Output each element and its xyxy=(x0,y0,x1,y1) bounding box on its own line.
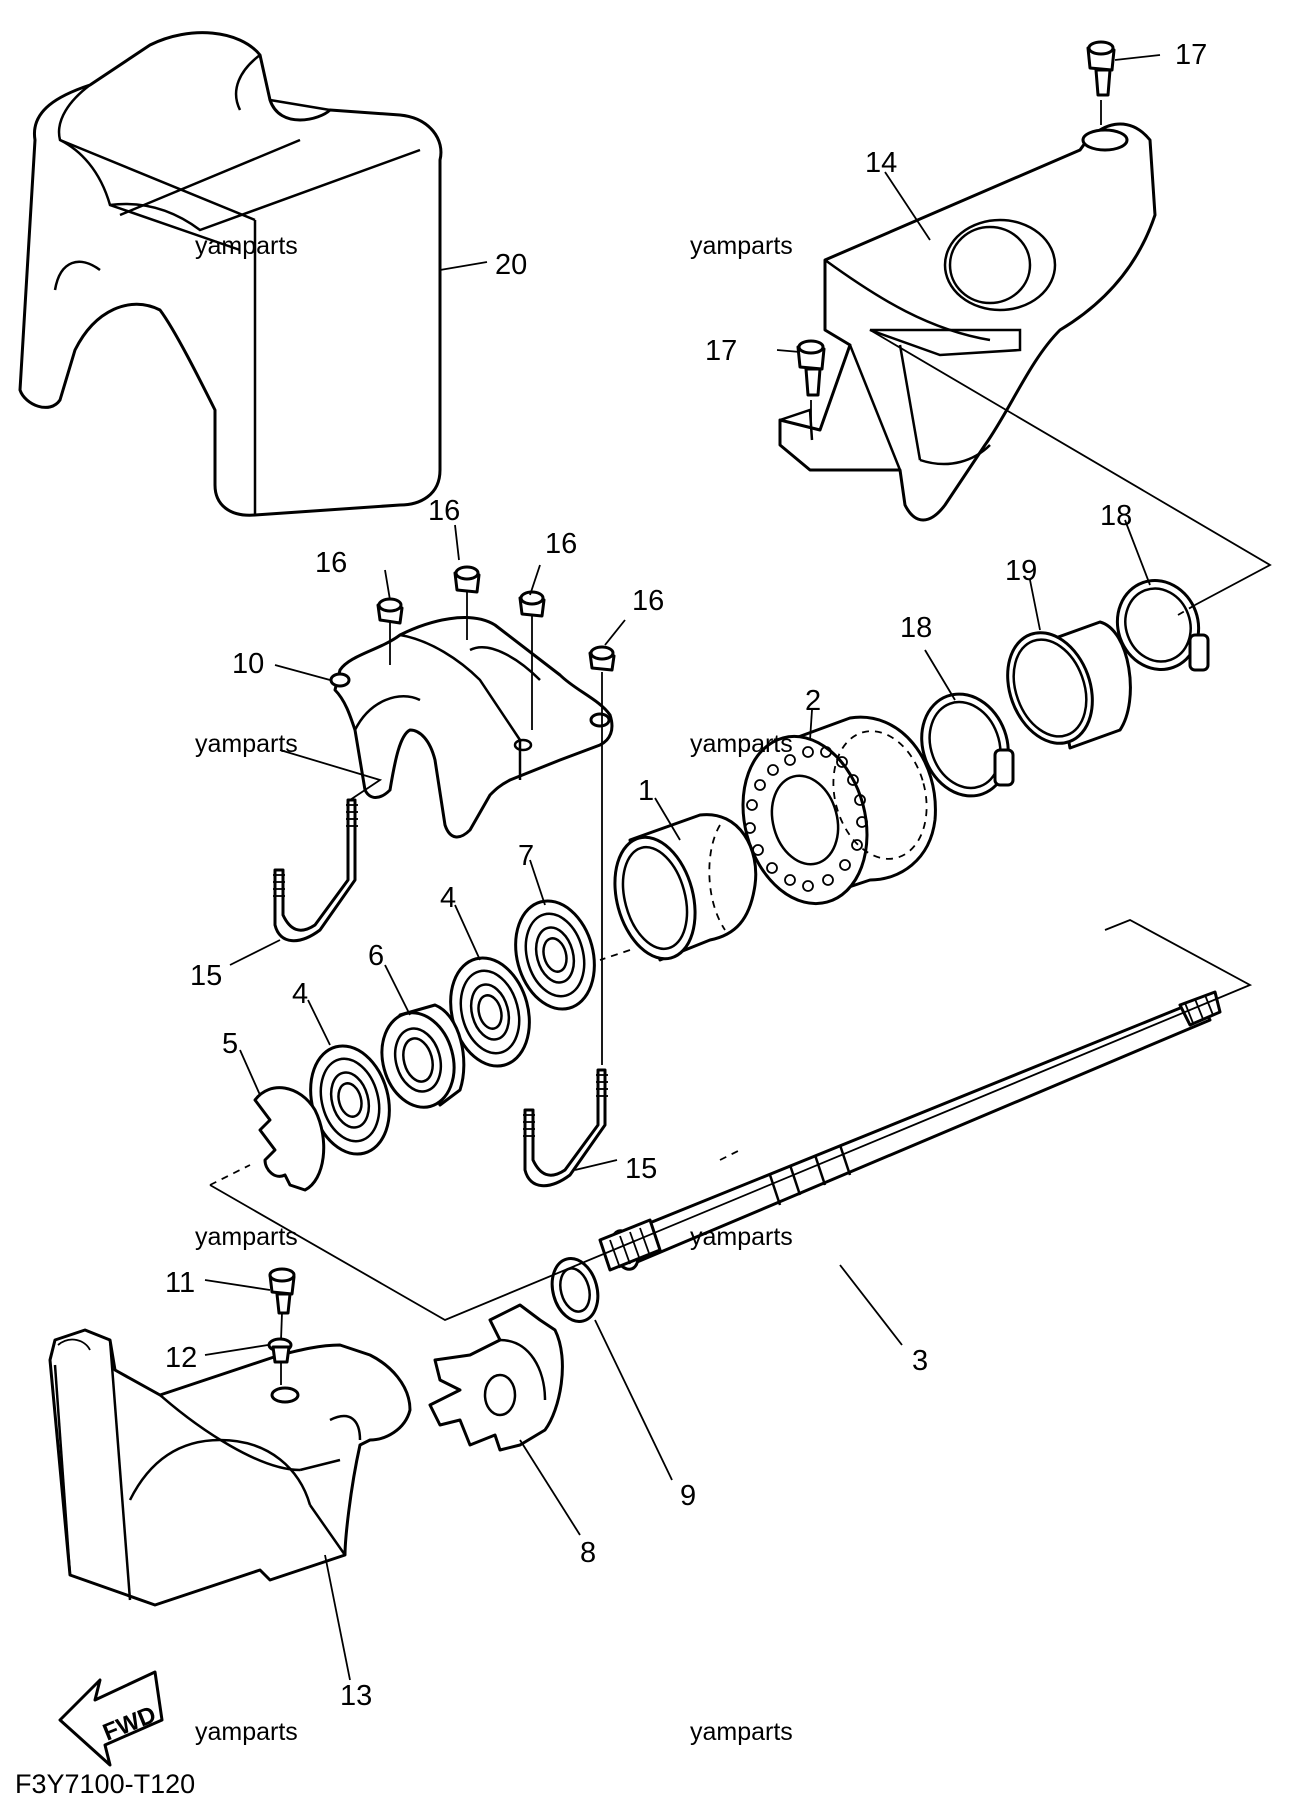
label-5: 5 xyxy=(222,1028,238,1060)
label-2: 2 xyxy=(805,685,821,717)
label-11: 11 xyxy=(165,1267,195,1299)
label-16-a: 16 xyxy=(315,547,347,579)
label-6: 6 xyxy=(368,940,384,972)
label-8: 8 xyxy=(580,1537,596,1569)
label-15-lower: 15 xyxy=(625,1153,657,1185)
label-3: 3 xyxy=(912,1345,928,1377)
label-18-right: 18 xyxy=(1100,500,1132,532)
assembly-lines xyxy=(209,100,1272,1385)
fwd-arrow-icon: FWD xyxy=(58,1670,164,1767)
watermark-6: yamparts xyxy=(690,1223,793,1251)
part-5-circlip xyxy=(253,1086,326,1192)
watermark-2: yamparts xyxy=(690,232,793,260)
part-12-grommet xyxy=(267,1337,293,1364)
part-6-bearing xyxy=(380,1003,466,1109)
watermark-7: yamparts xyxy=(195,1718,298,1746)
bolt-17-lower xyxy=(796,339,826,397)
part-15-ubolt-upper xyxy=(273,798,358,943)
part-3-shaft xyxy=(598,990,1222,1272)
bolts-16 xyxy=(376,565,616,672)
label-10: 10 xyxy=(232,648,264,680)
part-1-collar xyxy=(613,813,758,962)
label-1: 1 xyxy=(638,775,654,807)
part-4-seal-upper xyxy=(449,956,531,1068)
label-18-left: 18 xyxy=(900,612,932,644)
diagram-code: F3Y7100-T120 xyxy=(15,1769,195,1799)
label-15-upper: 15 xyxy=(190,960,222,992)
watermark-5: yamparts xyxy=(195,1223,298,1251)
bolt-17-upper xyxy=(1086,40,1116,97)
part-18-clamp-left xyxy=(920,692,1015,798)
part-9-washer xyxy=(550,1257,600,1323)
label-16-d: 16 xyxy=(632,585,664,617)
watermark-1: yamparts xyxy=(195,232,298,260)
label-17-lower: 17 xyxy=(705,335,737,367)
part-11-bolt xyxy=(268,1267,296,1315)
watermark-3: yamparts xyxy=(195,730,298,758)
label-13: 13 xyxy=(340,1680,372,1712)
label-7: 7 xyxy=(518,840,534,872)
label-9: 9 xyxy=(680,1480,696,1512)
watermark-4: yamparts xyxy=(690,730,793,758)
label-16-b: 16 xyxy=(428,495,460,527)
label-17-upper: 17 xyxy=(1175,39,1207,71)
part-19-hose xyxy=(1006,620,1132,750)
part-20-cover xyxy=(18,31,443,517)
watermark-8: yamparts xyxy=(690,1718,793,1746)
part-8-coupler xyxy=(428,1303,564,1452)
label-19: 19 xyxy=(1005,555,1037,587)
part-10-bearing-housing xyxy=(329,616,614,839)
part-labels: 20 17 14 17 18 19 18 2 1 7 4 6 4 5 15 15… xyxy=(165,39,1207,1712)
part-15-ubolt-lower xyxy=(523,1068,608,1188)
label-14: 14 xyxy=(865,147,897,179)
part-4-seal-lower xyxy=(309,1044,391,1156)
part-7-seal xyxy=(514,899,596,1011)
part-18-clamp-right xyxy=(1115,579,1210,672)
leader-lines xyxy=(204,54,1161,1681)
part-13-lower-cover xyxy=(48,1328,412,1607)
label-4-lower: 4 xyxy=(292,978,308,1010)
label-12: 12 xyxy=(165,1342,197,1374)
part-2-damper xyxy=(741,715,937,906)
label-20: 20 xyxy=(495,249,527,281)
label-4-upper: 4 xyxy=(440,882,456,914)
part-14-housing xyxy=(778,122,1157,522)
label-16-c: 16 xyxy=(545,528,577,560)
